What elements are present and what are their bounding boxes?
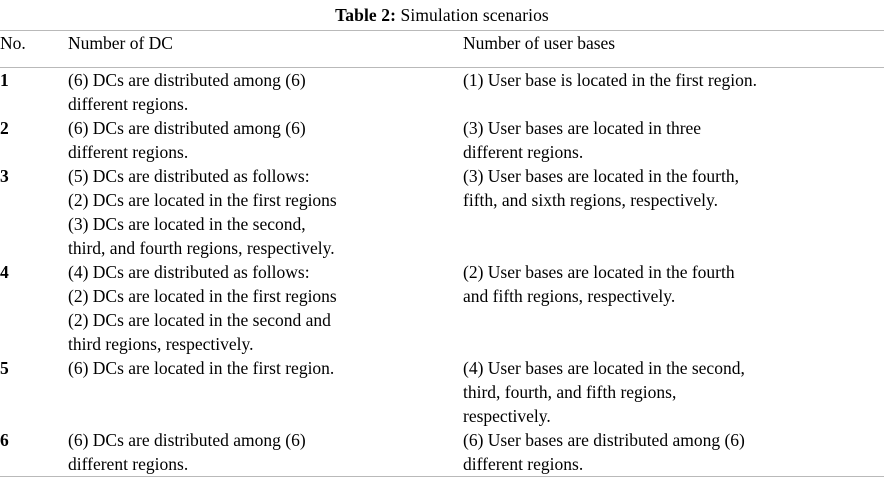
row-number: 6 <box>0 430 9 450</box>
table-header-row: No. Number of DC Number of user bases <box>0 31 884 67</box>
text-line: (6) DCs are located in the first region. <box>68 358 335 378</box>
cell-number-of-dc: (4) DCs are distributed as follows: (2) D… <box>68 260 463 356</box>
column-header-number-of-user-bases: Number of user bases <box>463 33 616 53</box>
text-line: (6) DCs are distributed among (6) <box>68 118 306 138</box>
text-line: (3) User bases are located in the fourth… <box>463 166 740 186</box>
row-number: 2 <box>0 118 9 138</box>
text-line: different regions. <box>463 142 584 162</box>
text-line: (4) User bases are located in the second… <box>463 358 745 378</box>
cell-number-of-dc: (5) DCs are distributed as follows: (2) D… <box>68 164 463 260</box>
cell-number-of-user-bases: (4) User bases are located in the second… <box>463 356 884 428</box>
table-caption-text: Simulation scenarios <box>396 5 549 25</box>
text-line: (4) DCs are distributed as follows: <box>68 262 310 282</box>
text-line: third, and fourth regions, respectively. <box>68 238 335 258</box>
cell-number-of-dc: (6) DCs are distributed among (6) differe… <box>68 68 463 116</box>
text-line: (6) User bases are distributed among (6) <box>463 430 745 450</box>
cell-number-of-user-bases: (3) User bases are located in three diffe… <box>463 116 884 164</box>
table-body: 1 (6) DCs are distributed among (6) differ… <box>0 68 884 476</box>
table-row: 1 (6) DCs are distributed among (6) differ… <box>0 68 884 116</box>
text-line: (2) User bases are located in the fourth <box>463 262 735 282</box>
table-row: 3 (5) DCs are distributed as follows: (2) … <box>0 164 884 260</box>
cell-number-of-user-bases: (2) User bases are located in the fourth… <box>463 260 884 356</box>
row-number: 1 <box>0 70 9 90</box>
text-line: respectively. <box>463 406 551 426</box>
row-number: 5 <box>0 358 9 378</box>
text-line: (3) User bases are located in three <box>463 118 702 138</box>
text-line: different regions. <box>68 454 189 474</box>
text-line: (6) DCs are distributed among (6) <box>68 430 306 450</box>
table-header-rule <box>0 67 884 68</box>
simulation-scenarios-table: No. Number of DC Number of user bases <box>0 31 884 67</box>
table-row: 6 (6) DCs are distributed among (6) differ… <box>0 428 884 476</box>
table-row: 4 (4) DCs are distributed as follows: (2) … <box>0 260 884 356</box>
text-line: different regions. <box>68 94 189 114</box>
table-caption-label: Table 2: <box>335 5 397 25</box>
text-line: different regions. <box>463 454 584 474</box>
text-line: (2) DCs are located in the first regions <box>68 286 337 306</box>
text-line: (1) User base is located in the first re… <box>463 70 758 90</box>
cell-number-of-user-bases: (6) User bases are distributed among (6)… <box>463 428 884 476</box>
table-caption-title: Simulation scenarios <box>400 5 549 25</box>
text-line: third regions, respectively. <box>68 334 254 354</box>
cell-number-of-dc: (6) DCs are distributed among (6) differe… <box>68 116 463 164</box>
column-header-number-of-dc: Number of DC <box>68 33 173 53</box>
table-row: 5 (6) DCs are located in the first region… <box>0 356 884 428</box>
table-caption: Table 2: Simulation scenarios <box>0 0 884 27</box>
row-number: 3 <box>0 166 9 186</box>
cell-number-of-dc: (6) DCs are located in the first region. <box>68 356 463 428</box>
text-line: (2) DCs are located in the second and <box>68 310 331 330</box>
column-header-no: No. <box>0 33 26 53</box>
cell-number-of-dc: (6) DCs are distributed among (6) differe… <box>68 428 463 476</box>
text-line: (2) DCs are located in the first regions <box>68 190 337 210</box>
simulation-scenarios-body: 1 (6) DCs are distributed among (6) differ… <box>0 68 884 476</box>
text-line: different regions. <box>68 142 189 162</box>
text-line: and fifth regions, respectively. <box>463 286 676 306</box>
cell-number-of-user-bases: (3) User bases are located in the fourth… <box>463 164 884 260</box>
text-line: third, fourth, and fifth regions, <box>463 382 677 402</box>
text-line: (3) DCs are located in the second, <box>68 214 306 234</box>
table-bottom-rule <box>0 476 884 477</box>
text-line: fifth, and sixth regions, respectively. <box>463 190 718 210</box>
cell-number-of-user-bases: (1) User base is located in the first re… <box>463 68 884 116</box>
table-row: 2 (6) DCs are distributed among (6) differ… <box>0 116 884 164</box>
text-line: (5) DCs are distributed as follows: <box>68 166 310 186</box>
table-top-rule <box>0 30 884 31</box>
row-number: 4 <box>0 262 9 282</box>
text-line: (6) DCs are distributed among (6) <box>68 70 306 90</box>
